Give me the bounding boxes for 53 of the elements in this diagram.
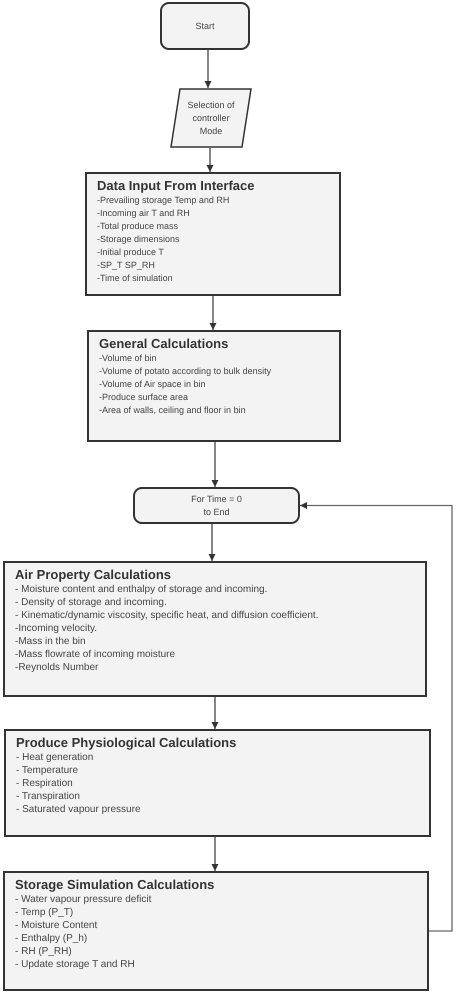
box-heading: Produce Physiological Calculations	[16, 735, 238, 751]
terminal-box	[133, 487, 300, 524]
list-item: - Respiration	[16, 777, 74, 790]
box-heading: Air Property Calculations	[15, 567, 172, 583]
box-heading: Data Input From Interface	[97, 178, 256, 194]
node-text: For Time = 0 to End	[190, 492, 243, 518]
arrow	[212, 442, 218, 487]
list-item: - Water vapour pressure deficit	[15, 893, 152, 906]
process-box	[4, 729, 431, 837]
list-item: -Volume of bin	[99, 352, 158, 365]
list-item: - Transpiration	[16, 790, 81, 803]
list-item: - Saturated vapour pressure	[16, 803, 142, 816]
arrow	[206, 148, 214, 172]
arrow	[212, 837, 218, 871]
list-item: - Heat generation	[16, 751, 94, 764]
list-item: -Volume of potato according to bulk density	[99, 365, 272, 378]
list-item: - Moisture Content	[15, 919, 98, 932]
terminal-box	[160, 2, 250, 50]
arrow	[210, 296, 216, 330]
list-item: - Density of storage and incoming.	[15, 596, 168, 609]
list-item: - Temp (P_T)	[15, 906, 74, 919]
box-heading: General Calculations	[99, 336, 230, 352]
list-item: -Volume of Air space in bin	[99, 378, 207, 391]
process-box	[3, 561, 427, 697]
process-box	[3, 871, 429, 991]
list-item: - Kinematic/dynamic viscosity, specific heat, and diffusion coefficient.	[15, 609, 320, 622]
box-heading: Storage Simulation Calculations	[15, 877, 216, 893]
list-item: -SP_T SP_RH	[97, 259, 156, 272]
list-item: -Incoming air T and RH	[97, 207, 191, 220]
arrow	[212, 697, 218, 729]
list-item: - Update storage T and RH	[15, 958, 136, 971]
list-item: - Moisture content and enthalpy of storage and incoming.	[15, 583, 268, 596]
list-item: -Incoming velocity.	[15, 622, 98, 635]
list-item: -Mass flowrate of incoming moisture	[15, 648, 176, 661]
list-item: -Mass in the bin	[15, 635, 87, 648]
node-text: Start	[194, 20, 216, 32]
arrow	[208, 524, 216, 561]
list-item: -Total produce mass	[97, 220, 180, 233]
process-box	[85, 172, 341, 296]
node-text: Selection of controller Mode	[186, 98, 236, 138]
list-item: - RH (P_RH)	[15, 945, 73, 958]
arrow	[204, 50, 212, 88]
list-item: -Produce surface area	[99, 391, 190, 404]
arrow	[300, 502, 453, 932]
process-box	[87, 330, 341, 442]
list-item: -Area of walls, ceiling and floor in bin	[99, 404, 247, 417]
list-item: - Enthalpy (P_h)	[15, 932, 88, 945]
list-item: -Prevailing storage Temp and RH	[97, 194, 230, 207]
list-item: -Time of simulation	[97, 272, 174, 285]
list-item: -Initial produce T	[97, 246, 165, 259]
list-item: -Reynolds Number	[15, 661, 100, 674]
list-item: - Temperature	[16, 764, 80, 777]
list-item: -Storage dimensions	[97, 233, 181, 246]
